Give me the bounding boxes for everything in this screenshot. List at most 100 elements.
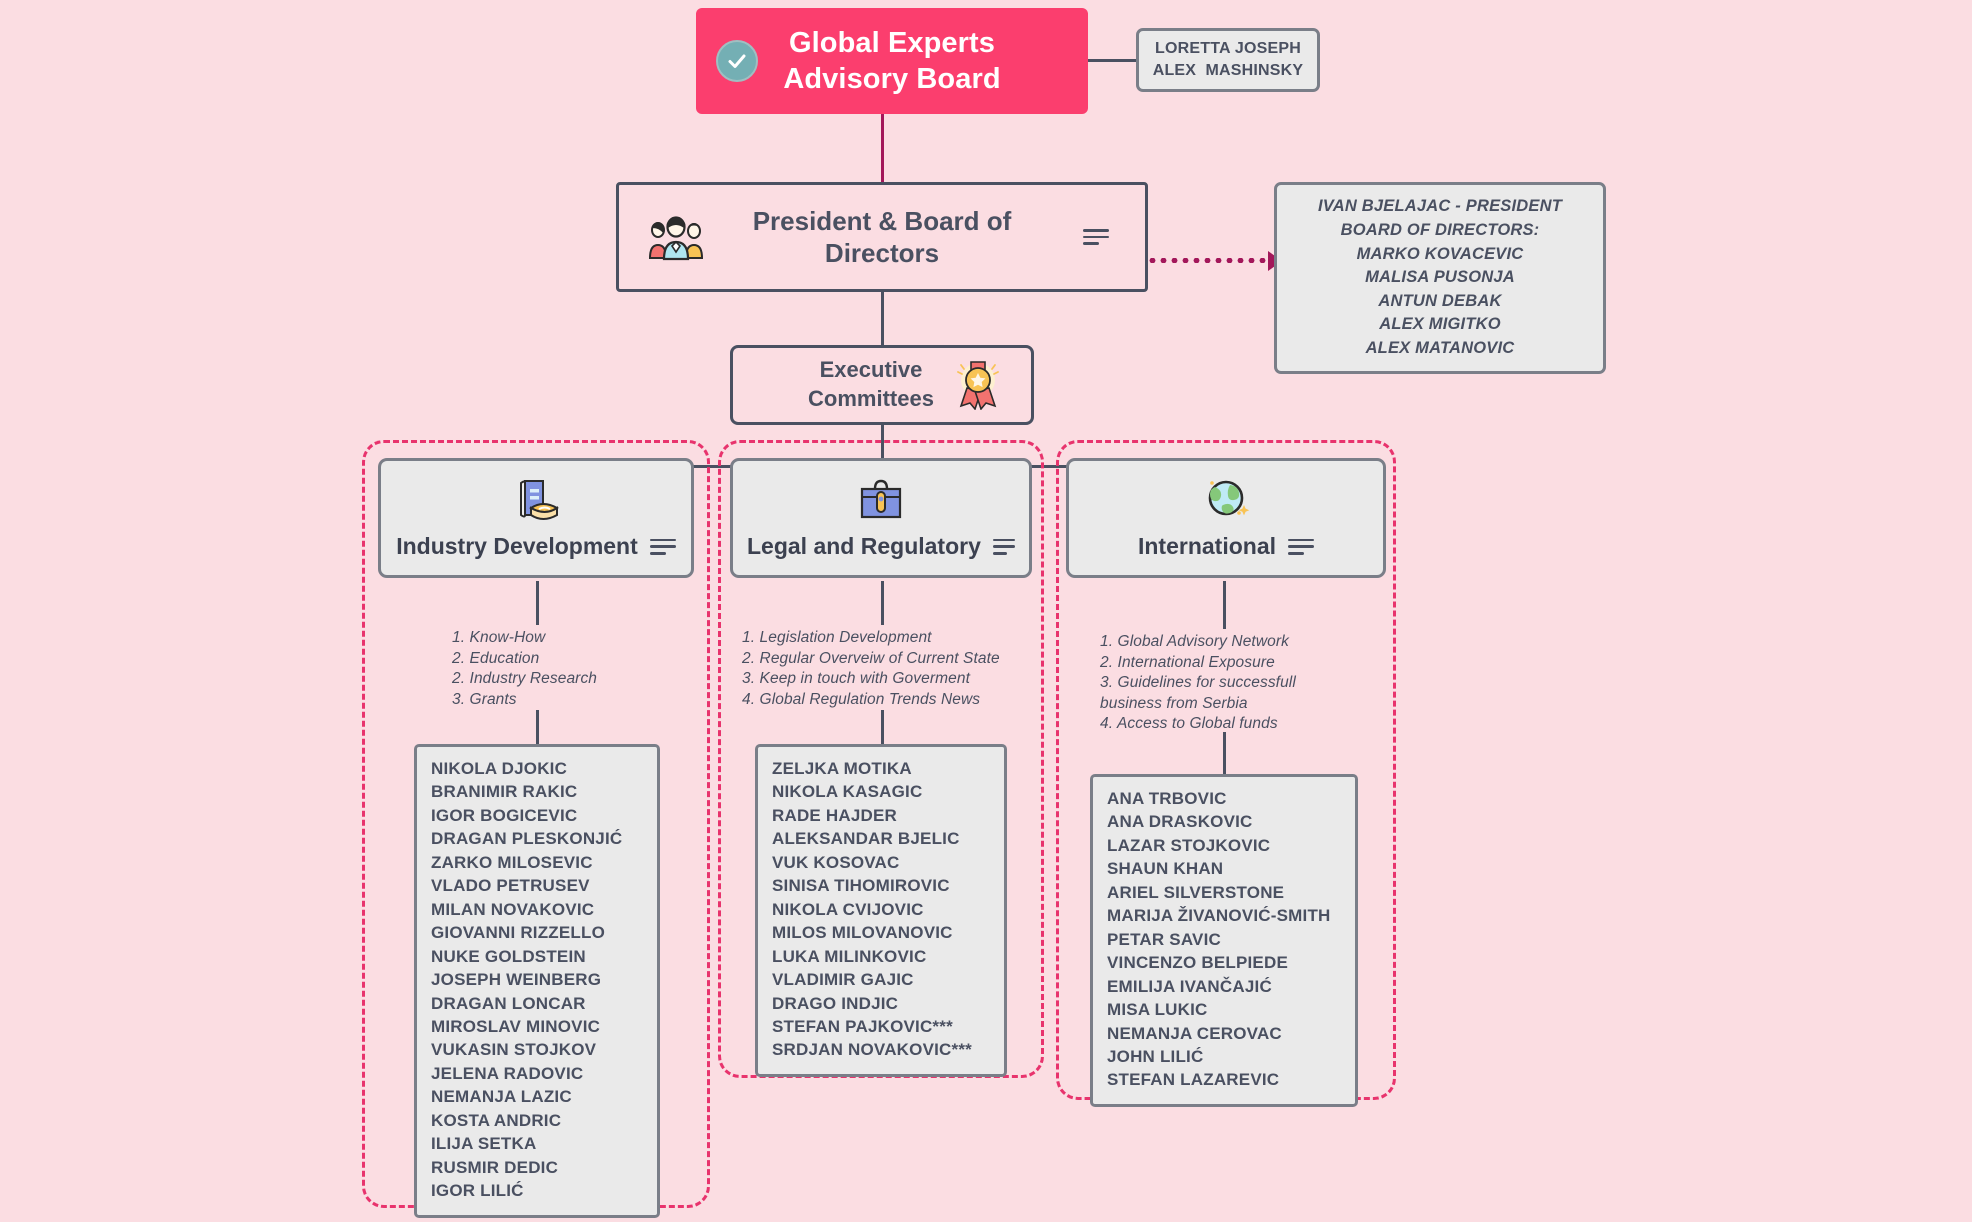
president-title-line1: President & Board of bbox=[752, 205, 1012, 236]
committee-title-row: International bbox=[1069, 533, 1383, 560]
connector-industry-to-topics bbox=[536, 581, 539, 625]
connector-president-to-exec bbox=[881, 290, 884, 347]
committee-title-row: Legal and Regulatory bbox=[733, 533, 1029, 560]
hamburger-menu-icon[interactable] bbox=[1083, 229, 1109, 245]
note-advisory-board-members[interactable]: LORETTA JOSEPH ALEX MASHINSKY bbox=[1136, 28, 1320, 92]
member-item: SHAUN KHAN bbox=[1107, 859, 1224, 879]
member-item: ARIEL SILVERSTONE bbox=[1107, 882, 1285, 902]
exec-title-line2: Committees bbox=[808, 386, 934, 411]
member-item: STEFAN LAZAREVIC bbox=[1107, 1070, 1280, 1090]
member-item: MILAN NOVAKOVIC bbox=[431, 899, 595, 919]
connector-industry-to-members bbox=[536, 710, 539, 746]
committee-header-legal-and-regulatory[interactable]: Legal and Regulatory bbox=[730, 458, 1032, 578]
member-item: JOSEPH WEINBERG bbox=[431, 970, 602, 990]
note-line: ALEX MIGITKO bbox=[1379, 315, 1501, 334]
committee-header-international[interactable]: International bbox=[1066, 458, 1386, 578]
topic-item: 3. Keep in touch with Goverment bbox=[742, 670, 970, 688]
root-node-global-experts-advisory-board[interactable]: Global Experts Advisory Board bbox=[696, 8, 1088, 114]
topic-item: 2. International Exposure bbox=[1100, 653, 1275, 671]
connector-root-to-note bbox=[1088, 59, 1138, 62]
member-item: GIOVANNI RIZZELLO bbox=[431, 923, 606, 943]
exec-node-title: Executive Committees bbox=[808, 356, 934, 413]
topic-item: 4. Access to Global funds bbox=[1100, 715, 1278, 733]
connector-root-to-president bbox=[881, 114, 884, 184]
member-item: VLADIMIR GAJIC bbox=[772, 970, 914, 990]
committee-title-legal: Legal and Regulatory bbox=[747, 533, 981, 559]
member-item: VUKASIN STOJKOV bbox=[431, 1040, 597, 1060]
committee-title-international: International bbox=[1137, 533, 1276, 559]
member-item: ANA TRBOVIC bbox=[1107, 789, 1227, 808]
globe-icon bbox=[1199, 475, 1253, 527]
member-item: ALEKSANDAR BJELIC bbox=[772, 829, 960, 849]
note-line: MALISA PUSONJA bbox=[1365, 268, 1515, 287]
member-item: NIKOLA CVIJOVIC bbox=[772, 899, 924, 919]
node-president-and-board-of-directors[interactable]: President & Board of Directors bbox=[616, 182, 1148, 292]
member-item: SRDJAN NOVAKOVIC*** bbox=[772, 1040, 972, 1060]
hamburger-menu-icon[interactable] bbox=[1288, 538, 1314, 555]
exec-title-line1: Executive bbox=[819, 357, 923, 383]
note-line: ANTUN DEBAK bbox=[1378, 291, 1502, 310]
topic-item: 1. Legislation Development bbox=[742, 629, 932, 646]
members-list-international[interactable]: ANA TRBOVIC ANA DRASKOVIC LAZAR STOJKOVI… bbox=[1090, 774, 1358, 1107]
member-item: ZARKO MILOSEVIC bbox=[431, 852, 593, 872]
member-item: VINCENZO BELPIEDE bbox=[1107, 953, 1288, 973]
committee-title-row: Industry Development bbox=[381, 533, 691, 560]
topics-list-industry-development: 1. Know-How 2. Education 2. Industry Res… bbox=[452, 628, 682, 710]
member-item: NIKOLA KASAGIC bbox=[772, 782, 923, 802]
note-board-of-directors-list[interactable]: IVAN BJELAJAC - PRESIDENT BOARD OF DIREC… bbox=[1274, 182, 1606, 374]
connector-legal-to-topics bbox=[881, 581, 884, 625]
topic-item: 4. Global Regulation Trends News bbox=[742, 690, 981, 708]
topic-item: 1. Global Advisory Network bbox=[1100, 633, 1289, 650]
member-item: IGOR BOGICEVIC bbox=[431, 805, 578, 825]
root-title-line2: Advisory Board bbox=[783, 63, 1001, 95]
member-item: MARIJA ŽIVANOVIĆ-SMITH bbox=[1107, 906, 1331, 926]
member-item: DRAGAN LONCAR bbox=[431, 993, 586, 1013]
topic-item: 2. Industry Research bbox=[452, 670, 598, 688]
arrow-president-to-directors-note bbox=[1125, 250, 1282, 271]
member-item: VLADO PETRUSEV bbox=[431, 876, 590, 896]
topic-item: 3. Guidelines for successfull business f… bbox=[1100, 674, 1296, 712]
committee-title-industry: Industry Development bbox=[396, 533, 638, 559]
check-circle-icon bbox=[716, 40, 758, 82]
member-item: ZELJKA MOTIKA bbox=[772, 759, 912, 778]
topics-list-legal-and-regulatory: 1. Legislation Development 2. Regular Ov… bbox=[742, 628, 1012, 710]
node-executive-committees[interactable]: Executive Committees bbox=[730, 345, 1034, 425]
note-line: IVAN BJELAJAC - PRESIDENT bbox=[1318, 197, 1562, 216]
members-list-legal-and-regulatory[interactable]: ZELJKA MOTIKA NIKOLA KASAGIC RADE HAJDER… bbox=[755, 744, 1007, 1077]
member-item: ILIJA SETKA bbox=[431, 1134, 537, 1154]
member-item: STEFAN PAJKOVIC*** bbox=[772, 1016, 953, 1036]
topic-item: 2. Education bbox=[452, 649, 540, 667]
note-line: MARKO KOVACEVIC bbox=[1356, 244, 1524, 263]
president-node-title: President & Board of Directors bbox=[753, 205, 1012, 270]
president-title-line2: Directors bbox=[824, 238, 940, 268]
member-item: PETAR SAVIC bbox=[1107, 929, 1221, 949]
member-item: MILOS MILOVANOVIC bbox=[772, 923, 953, 943]
note-line: ALEX MATANOVIC bbox=[1365, 338, 1515, 357]
topics-list-international: 1. Global Advisory Network 2. Internatio… bbox=[1100, 632, 1296, 735]
member-item: JOHN LILIĆ bbox=[1107, 1046, 1204, 1066]
briefcase-icon bbox=[854, 475, 908, 527]
member-item: EMILIJA IVANČAJIĆ bbox=[1107, 976, 1272, 996]
member-item: ANA DRASKOVIC bbox=[1107, 812, 1253, 832]
note-line: BOARD OF DIRECTORS: bbox=[1340, 221, 1540, 240]
member-item: NUKE GOLDSTEIN bbox=[431, 946, 586, 966]
member-item: BRANIMIR RAKIC bbox=[431, 782, 578, 802]
members-list-industry-development[interactable]: NIKOLA DJOKIC BRANIMIR RAKIC IGOR BOGICE… bbox=[414, 744, 660, 1218]
member-item: NEMANJA LAZIC bbox=[431, 1087, 572, 1107]
member-item: JELENA RADOVIC bbox=[431, 1063, 584, 1083]
committee-header-industry-development[interactable]: Industry Development bbox=[378, 458, 694, 578]
member-item: NEMANJA CEROVAC bbox=[1107, 1023, 1282, 1043]
hamburger-menu-icon[interactable] bbox=[649, 538, 676, 555]
hamburger-menu-icon[interactable] bbox=[992, 538, 1015, 555]
member-item: DRAGAN PLESKONJIĆ bbox=[431, 829, 623, 849]
member-item: MISA LUKIC bbox=[1107, 1000, 1208, 1020]
topic-item: 3. Grants bbox=[452, 690, 517, 708]
books-icon bbox=[509, 475, 563, 527]
connector-international-to-topics bbox=[1223, 581, 1226, 629]
connector-international-to-members bbox=[1223, 732, 1226, 776]
connector-exec-down bbox=[881, 423, 884, 467]
topic-item: 1. Know-How bbox=[452, 629, 546, 646]
people-group-icon bbox=[645, 213, 707, 261]
member-item: DRAGO INDJIC bbox=[772, 993, 899, 1013]
